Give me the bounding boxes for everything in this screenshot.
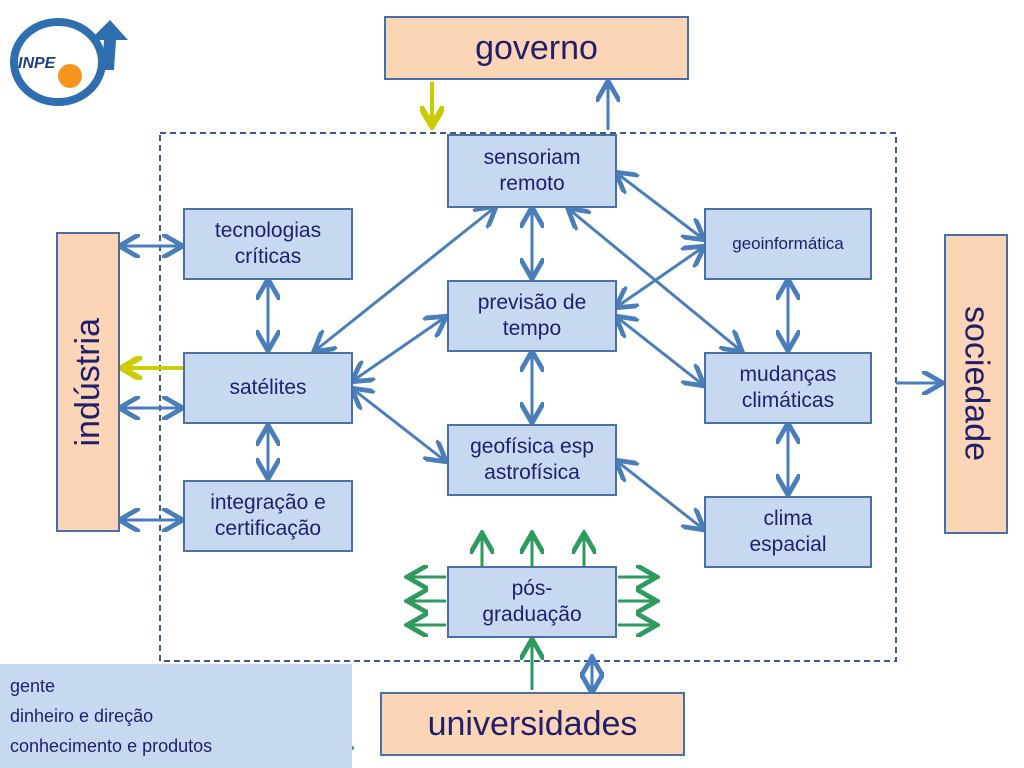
- posgraduacao-label: pós- graduação: [482, 576, 582, 626]
- posgraduacao-box: pós- graduação: [447, 566, 617, 638]
- logo-text: INPE: [18, 55, 57, 72]
- clima-label: clima espacial: [749, 506, 827, 556]
- arrow-satelites-previsao: [354, 318, 444, 380]
- satelites-box: satélites: [183, 352, 353, 424]
- arrow-previsao-geoinformatica: [618, 248, 702, 306]
- legend-conhecimento-label: conhecimento e produtos: [10, 736, 213, 756]
- satelites-label: satélites: [229, 375, 307, 399]
- geofisica-box: geofísica esp astrofísica: [447, 424, 617, 496]
- tecnologias-box: tecnologias críticas: [183, 208, 353, 280]
- integracao-box: integração e certificação: [183, 480, 353, 552]
- arrow-satelites-sensoriamento: [316, 208, 494, 350]
- governo-label: governo: [475, 28, 598, 67]
- legend: gente dinheiro e direção conhecimento e …: [0, 664, 352, 768]
- sensoriamento-box: sensoriam remoto: [447, 134, 617, 208]
- sociedade-box: sociedade: [944, 234, 1008, 534]
- industria-box: indústria: [56, 232, 120, 532]
- legend-gente-label: gente: [10, 676, 56, 696]
- tecnologias-label: tecnologias críticas: [214, 218, 322, 268]
- universidades-box: universidades: [380, 692, 685, 756]
- governo-box: governo: [384, 16, 689, 80]
- mudancas-label: mudanças climáticas: [739, 362, 837, 412]
- previsao-box: previsão de tempo: [447, 280, 617, 352]
- arrow-satelites-geofisica: [354, 390, 444, 460]
- arrow-sensoriamento-geoinformatica: [618, 174, 702, 238]
- sociedade-label: sociedade: [957, 306, 996, 462]
- industria-label: indústria: [68, 317, 107, 447]
- clima-box: clima espacial: [704, 496, 872, 568]
- geofisica-label: geofísica esp astrofísica: [470, 434, 594, 484]
- inpe-logo: INPE: [6, 10, 130, 106]
- universidades-label: universidades: [427, 704, 638, 743]
- mudancas-box: mudanças climáticas: [704, 352, 872, 424]
- previsao-label: previsão de tempo: [477, 290, 587, 340]
- arrow-geofisica-clima: [618, 462, 702, 528]
- legend-dinheiro-label: dinheiro e direção: [10, 706, 154, 726]
- sensoriamento-label: sensoriam remoto: [483, 145, 581, 195]
- geoinformatica-box: geoinformática: [704, 208, 872, 280]
- integracao-label: integração e certificação: [210, 490, 326, 540]
- arrow-previsao-mudancas: [618, 318, 702, 384]
- geoinformatica-label: geoinformática: [732, 234, 844, 254]
